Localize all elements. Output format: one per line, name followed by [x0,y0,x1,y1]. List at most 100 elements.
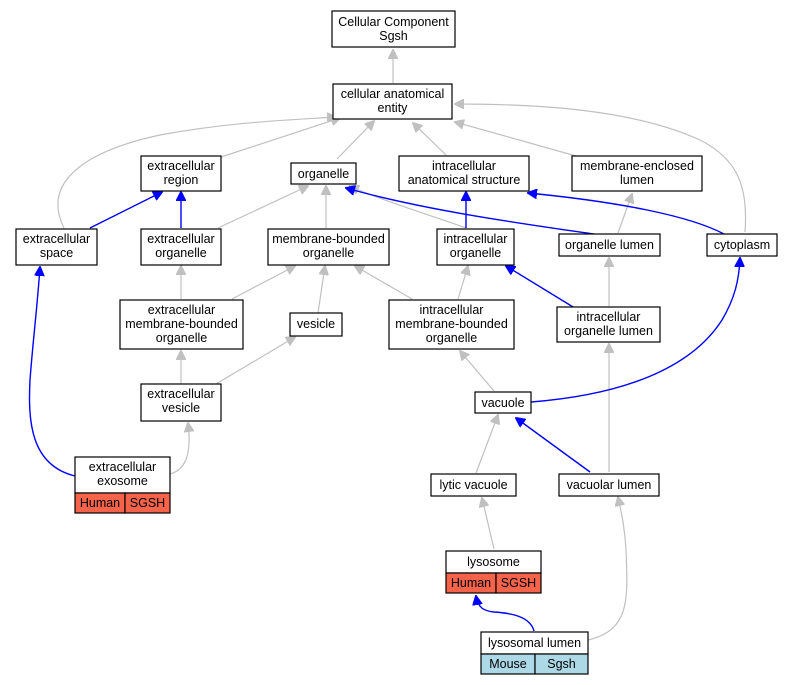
node-membrane-bounded-organelle[interactable]: membrane-bounded organelle [267,228,390,266]
node-label: lysosomal lumen [488,636,581,650]
edge-mel-to-cae [455,122,577,157]
node-label: vesicle [297,317,335,331]
node-extracellular-space[interactable]: extracellular space [15,228,98,266]
node-label: vesicle [162,401,200,415]
gene-cell-sgsh [124,492,171,514]
node-label: organelle lumen [564,324,653,338]
node-cellular-component-sgsh[interactable]: Cellular Component Sgsh [331,10,456,48]
node-label: Sgsh [379,29,408,43]
edge-cytoplasm-to-cae [455,104,747,233]
node-label: exosome [97,474,148,488]
edge-embo-to-mbo [231,266,295,300]
edge-extracellular-space-to-cae [57,117,336,229]
node-label: anatomical structure [408,173,521,187]
node-label: cellular anatomical [341,87,445,101]
node-label: vacuole [481,396,524,410]
node-intracellular-membrane-bounded-organelle[interactable]: intracellular membrane-bounded organelle [388,299,515,350]
node-label: intracellular [432,159,496,173]
gene-cell-sgsh [534,653,589,675]
node-lysosomal-lumen[interactable]: lysosomal lumen Mouse Sgsh [480,631,589,675]
node-organelle-lumen[interactable]: organelle lumen [558,233,661,257]
edge-vacuole-to-imbo [460,351,495,392]
edge-vl-to-vacuole [516,418,591,473]
node-organelle[interactable]: organelle [290,162,357,185]
node-label: lytic vacuole [439,478,507,492]
edge-ev-to-vesicle [215,337,295,385]
node-label: membrane-bounded [272,232,385,246]
node-label: intracellular [420,303,484,317]
node-label: entity [378,101,409,115]
node-label: organelle lumen [565,238,654,252]
species-label: Human [80,496,120,510]
edge-extracellular-region-to-cae [217,118,340,159]
node-label: lysosome [467,555,520,569]
edge-imbo-to-mbo [355,266,413,300]
edge-vesicle-to-mbo [317,266,325,314]
edge-organelle-lumen-to-mel [617,194,632,234]
node-extracellular-region[interactable]: extracellular region [140,155,222,192]
node-label: lumen [620,173,654,187]
gene-label: SGSH [130,496,165,510]
edge-vacuole-to-cytoplasm [530,258,740,403]
node-label: organelle [155,246,206,260]
node-label: organelle [303,246,354,260]
node-label: region [164,173,199,187]
node-label: extracellular [148,303,215,317]
node-extracellular-exosome[interactable]: extracellular exosome Human SGSH [74,456,171,514]
edge-imbo-to-intracellular-organelle [457,266,468,300]
node-label: organelle [156,331,207,345]
edge-lysosomal-lumen-to-vacuolar-lumen [587,497,628,641]
node-label: membrane-bounded [395,317,508,331]
node-label: space [40,246,73,260]
node-vesicle[interactable]: vesicle [289,312,343,337]
species-label: Human [451,576,491,590]
node-vacuolar-lumen[interactable]: vacuolar lumen [558,473,660,497]
gene-label: SGSH [501,576,536,590]
edge-lytic-vacuole-to-vacuole [475,415,498,474]
node-label: extracellular [147,387,214,401]
node-label: Cellular Component [338,15,449,29]
edge-lysosome-to-lytic-vacuole [482,498,495,550]
node-intracellular-organelle[interactable]: intracellular organelle [436,228,515,266]
gene-label: Sgsh [547,657,576,671]
node-label: extracellular [89,460,156,474]
edge-intracellular-organelle-to-organelle [350,186,467,229]
node-cytoplasm[interactable]: cytoplasm [706,233,778,257]
node-extracellular-vesicle[interactable]: extracellular vesicle [140,383,222,422]
node-label: extracellular [23,232,90,246]
node-label: vacuolar lumen [567,478,652,492]
node-extracellular-membrane-bounded-organelle[interactable]: extracellular membrane-bounded organelle [119,299,244,350]
node-label: extracellular [147,159,214,173]
node-lysosome[interactable]: lysosome Human SGSH [445,550,542,594]
node-vacuole[interactable]: vacuole [474,391,532,414]
node-lytic-vacuole[interactable]: lytic vacuole [430,473,517,497]
node-label: organelle [298,167,349,181]
node-cellular-anatomical-entity[interactable]: cellular anatomical entity [332,83,453,120]
node-intracellular-anatomical-structure[interactable]: intracellular anatomical structure [398,155,530,192]
edge-es-to-er [89,192,162,229]
species-label: Mouse [489,657,527,671]
edge-ll-to-lysosome [476,596,535,632]
nodes: Cellular Component Sgsh cellular anatomi… [15,10,778,675]
edge-ol-to-organelle [346,188,608,237]
node-extracellular-organelle[interactable]: extracellular organelle [140,228,222,266]
node-label: membrane-bounded [125,317,238,331]
node-label: extracellular [147,232,214,246]
gene-cell-sgsh [495,572,542,594]
edge-organelle-to-cae [336,121,374,160]
edge-exosome-to-ev [169,423,189,475]
node-membrane-enclosed-lumen[interactable]: membrane-enclosed lumen [571,155,703,192]
edge-exosome-to-es [28,267,76,477]
node-intracellular-organelle-lumen[interactable]: intracellular organelle lumen [556,306,661,343]
node-label: intracellular [444,232,508,246]
edge-cytoplasm-to-ias [528,193,725,235]
node-label: organelle [450,246,501,260]
edge-iol-to-io [506,266,579,311]
edges [28,50,747,641]
edge-extracellular-organelle-to-organelle [217,186,308,229]
node-label: cytoplasm [714,238,770,252]
node-label: organelle [426,331,477,345]
node-label: intracellular [577,310,641,324]
edge-ias-to-cae [413,123,447,156]
node-label: membrane-enclosed [580,159,694,173]
